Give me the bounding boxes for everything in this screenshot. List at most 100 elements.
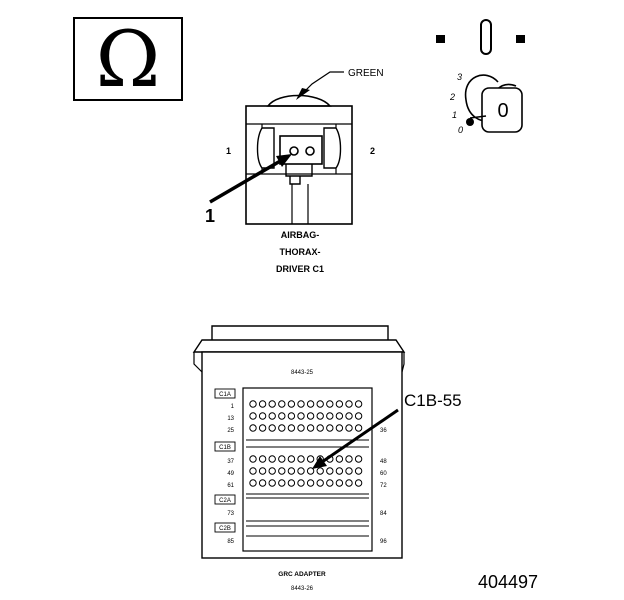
row-number-left: 37 xyxy=(227,459,234,465)
svg-text:C1B: C1B xyxy=(219,445,231,451)
pin-field xyxy=(242,387,373,552)
adapter-part-number-top: 8443-25 xyxy=(291,370,314,376)
row-number-right: 72 xyxy=(380,483,387,489)
pin xyxy=(287,400,296,408)
pin xyxy=(306,467,315,475)
pin xyxy=(258,412,267,420)
svg-text:C2A: C2A xyxy=(219,498,231,504)
pin xyxy=(268,424,276,432)
pin-array xyxy=(246,400,369,537)
row-number-left: 49 xyxy=(227,471,234,477)
terminal-1 xyxy=(289,146,299,156)
pin xyxy=(297,467,305,475)
pin xyxy=(345,467,353,475)
pin xyxy=(326,412,334,420)
indicator-square-left xyxy=(436,35,445,43)
connector-name-line-1: AIRBAG- xyxy=(281,230,320,240)
pin xyxy=(287,479,296,487)
row-number-right: 60 xyxy=(380,471,387,477)
pin xyxy=(335,455,344,463)
row-number-left: 85 xyxy=(227,539,234,545)
pin xyxy=(249,455,257,463)
pin xyxy=(354,424,363,432)
pin xyxy=(345,412,353,420)
pin xyxy=(306,455,315,463)
grc-adapter: 8443-25 C1A C1B C2A C2B 1 13 25 37 49 61… xyxy=(192,325,462,592)
pin xyxy=(268,400,276,408)
pin xyxy=(268,412,276,420)
probe-arrow-1 xyxy=(209,158,283,204)
row-number-left: 25 xyxy=(227,428,234,434)
pin xyxy=(258,455,267,463)
connector-side-1: 1 xyxy=(226,146,231,156)
pin xyxy=(297,479,305,487)
pin xyxy=(258,400,267,408)
pin xyxy=(345,400,353,408)
row-number-right: 48 xyxy=(380,459,387,465)
pin xyxy=(335,424,344,432)
pin xyxy=(354,400,363,408)
key-slot xyxy=(480,19,492,55)
ohmmeter-symbol: Ω xyxy=(73,15,183,105)
terminal-2 xyxy=(305,146,315,156)
pin xyxy=(297,424,305,432)
pin xyxy=(278,424,286,432)
airbag-connector: 1 2 GREEN 1 AIRBAG- THORAX- DRIVER C1 xyxy=(205,68,384,274)
row-number-right: 84 xyxy=(380,511,387,517)
pin xyxy=(278,412,286,420)
pin xyxy=(354,455,363,463)
pin xyxy=(287,424,296,432)
row-number-left: 61 xyxy=(227,483,234,489)
pin xyxy=(297,412,305,420)
svg-text:C1A: C1A xyxy=(219,392,231,398)
pin xyxy=(326,424,334,432)
row-number-right: 96 xyxy=(380,539,387,545)
pin xyxy=(316,479,324,487)
key-position-2: 2 xyxy=(449,92,455,102)
key-current-position: 0 xyxy=(497,100,508,122)
section-tag-c2b: C2B xyxy=(214,522,236,533)
pin xyxy=(249,400,257,408)
pin xyxy=(306,424,315,432)
pin xyxy=(316,400,324,408)
wire-color-label: GREEN xyxy=(348,68,384,79)
pin xyxy=(258,467,267,475)
pin xyxy=(354,467,363,475)
pin xyxy=(249,467,257,475)
pin xyxy=(335,479,344,487)
pin xyxy=(287,467,296,475)
pin xyxy=(316,412,324,420)
pin xyxy=(326,479,334,487)
pin xyxy=(306,400,315,408)
pin xyxy=(278,467,286,475)
pin xyxy=(316,424,324,432)
key-position-0: 0 xyxy=(458,125,463,135)
connector-name-line-2: THORAX- xyxy=(280,247,321,257)
pin xyxy=(335,400,344,408)
pin xyxy=(326,467,334,475)
key-position-1: 1 xyxy=(452,110,457,120)
connector-side-2: 2 xyxy=(370,146,375,156)
pin xyxy=(249,424,257,432)
pin xyxy=(249,412,257,420)
row-number-left: 73 xyxy=(227,511,234,517)
section-tag-c1b: C1B xyxy=(214,441,236,452)
connector-name-line-3: DRIVER C1 xyxy=(276,264,324,274)
pin xyxy=(354,412,363,420)
ignition-key-icon xyxy=(464,74,523,133)
pin xyxy=(249,479,257,487)
adapter-name: GRC ADAPTER xyxy=(278,571,326,578)
pin xyxy=(345,455,353,463)
section-tag-c2a: C2A xyxy=(214,494,236,505)
row-number-right: 36 xyxy=(380,428,387,434)
row-number-left: 1 xyxy=(231,404,235,410)
pin xyxy=(335,412,344,420)
adapter-part-number-bottom: 8443-26 xyxy=(291,586,314,592)
ignition-switch: 3 2 1 0 0 xyxy=(436,19,525,135)
pin xyxy=(354,479,363,487)
pin xyxy=(287,412,296,420)
pin xyxy=(278,479,286,487)
section-tag-c1a: C1A xyxy=(214,388,236,399)
pin xyxy=(287,455,296,463)
